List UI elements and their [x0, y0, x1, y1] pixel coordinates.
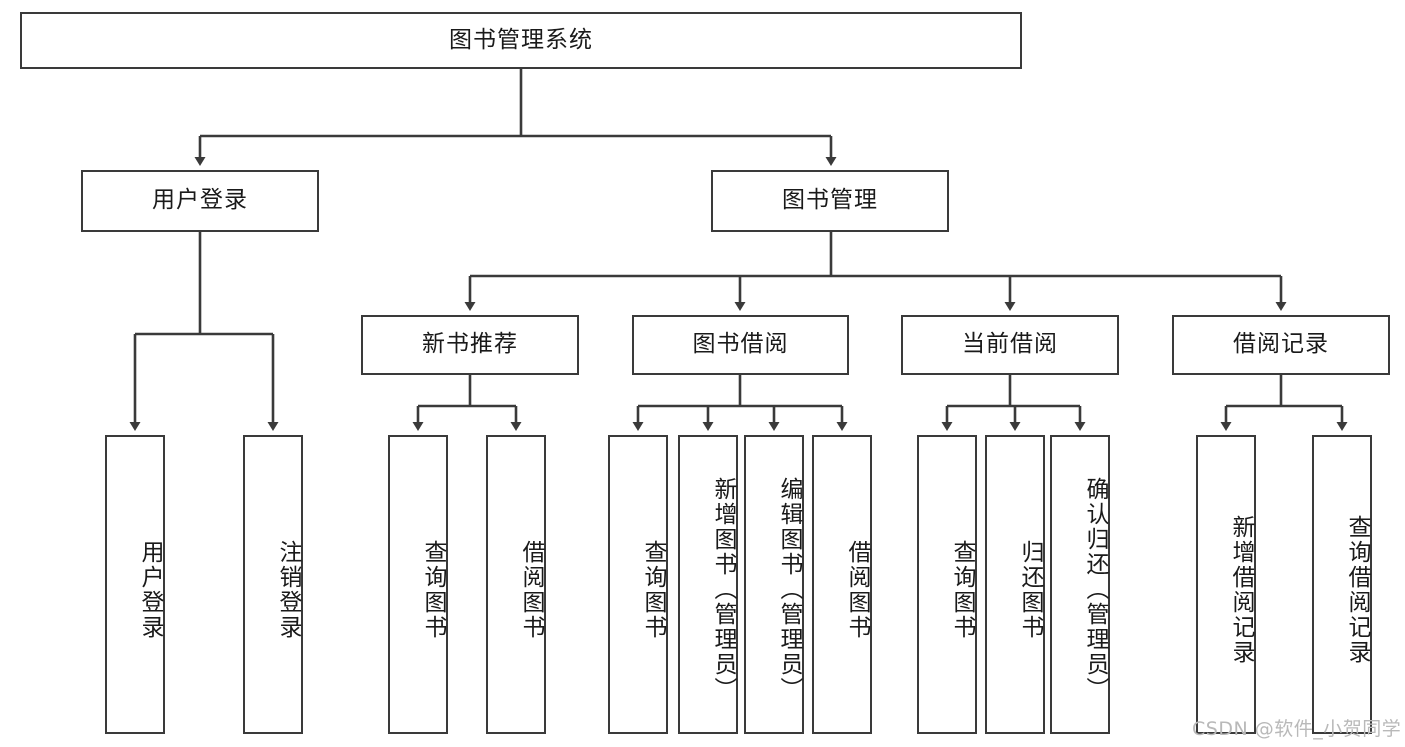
node-leaf-user-login[interactable]: 用户登录 [105, 435, 165, 734]
node-leaf-edit-book-label: 编辑图书（管理员） [776, 477, 802, 702]
node-leaf-confirm-return[interactable]: 确认归还（管理员） [1050, 435, 1110, 734]
node-leaf-query-record-label: 查询借阅记录 [1344, 514, 1370, 665]
node-leaf-add-record-label: 新增借阅记录 [1228, 514, 1254, 665]
node-new-book-recommend-label: 新书推荐 [422, 331, 518, 358]
node-book-manage-label: 图书管理 [782, 187, 878, 214]
node-leaf-borrow-book-1[interactable]: 借阅图书 [486, 435, 546, 734]
node-user-login-label: 用户登录 [152, 187, 248, 214]
node-leaf-borrow-book-1-label: 借阅图书 [518, 539, 544, 640]
node-new-book-recommend[interactable]: 新书推荐 [361, 315, 579, 375]
node-current-borrow[interactable]: 当前借阅 [901, 315, 1119, 375]
node-leaf-query-record[interactable]: 查询借阅记录 [1312, 435, 1372, 734]
node-borrow-record-label: 借阅记录 [1233, 331, 1329, 358]
node-leaf-query-book-2-label: 查询图书 [640, 539, 666, 640]
node-leaf-confirm-return-label: 确认归还（管理员） [1082, 477, 1108, 702]
node-leaf-add-book-label: 新增图书（管理员） [710, 477, 736, 702]
node-book-manage[interactable]: 图书管理 [711, 170, 949, 232]
node-root[interactable]: 图书管理系统 [20, 12, 1022, 69]
node-leaf-return-book-label: 归还图书 [1017, 539, 1043, 640]
node-leaf-borrow-book-2-label: 借阅图书 [844, 539, 870, 640]
node-book-borrow-label: 图书借阅 [692, 331, 789, 358]
node-leaf-edit-book[interactable]: 编辑图书（管理员） [744, 435, 804, 734]
node-borrow-record[interactable]: 借阅记录 [1172, 315, 1390, 375]
node-leaf-query-book-2[interactable]: 查询图书 [608, 435, 668, 734]
node-user-login[interactable]: 用户登录 [81, 170, 319, 232]
node-leaf-add-record[interactable]: 新增借阅记录 [1196, 435, 1256, 734]
node-root-label: 图书管理系统 [449, 26, 593, 53]
node-leaf-query-book-1[interactable]: 查询图书 [388, 435, 448, 734]
node-leaf-user-logout[interactable]: 注销登录 [243, 435, 303, 734]
node-book-borrow[interactable]: 图书借阅 [632, 315, 849, 375]
node-leaf-query-book-3-label: 查询图书 [949, 539, 975, 640]
node-leaf-return-book[interactable]: 归还图书 [985, 435, 1045, 734]
node-leaf-user-login-label: 用户登录 [137, 539, 163, 640]
node-leaf-query-book-1-label: 查询图书 [420, 539, 446, 640]
csdn-watermark: CSDN @软件_小贺同学 [1192, 718, 1402, 740]
node-leaf-borrow-book-2[interactable]: 借阅图书 [812, 435, 872, 734]
node-current-borrow-label: 当前借阅 [962, 331, 1058, 358]
node-leaf-add-book[interactable]: 新增图书（管理员） [678, 435, 738, 734]
node-leaf-user-logout-label: 注销登录 [275, 539, 301, 640]
node-leaf-query-book-3[interactable]: 查询图书 [917, 435, 977, 734]
